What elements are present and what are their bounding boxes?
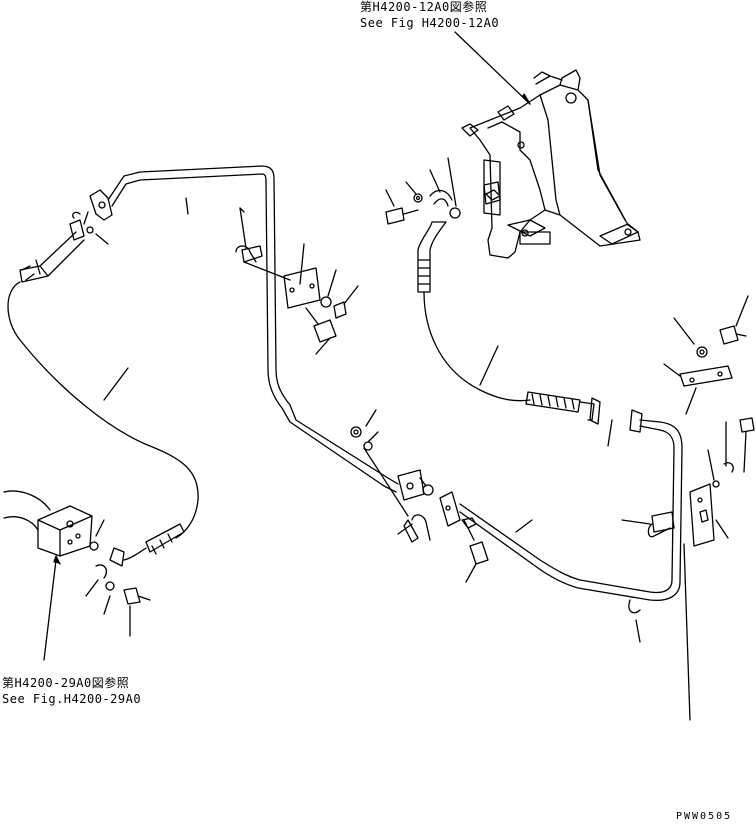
reference-top-jp: 第H4200-12A0図参照 bbox=[360, 0, 488, 14]
main-pipe-right bbox=[439, 409, 683, 643]
hose-left-loop bbox=[7, 211, 199, 567]
drawing-code: PWW0505 bbox=[676, 811, 733, 822]
reference-bottom-jp: 第H4200-29A0図参照 bbox=[2, 676, 130, 690]
clamp-upper-right bbox=[663, 295, 749, 415]
reference-top-en: See Fig H4200-12A0 bbox=[360, 16, 500, 30]
clamp-assembly-centre bbox=[235, 207, 359, 355]
frame-bracket bbox=[461, 69, 641, 259]
main-pipe-left bbox=[89, 165, 425, 501]
reference-bottom-en: See Fig.H4200-29A0 bbox=[2, 692, 142, 706]
centre-lower-fittings bbox=[350, 409, 434, 543]
valve-block bbox=[3, 490, 151, 661]
top-hose-fittings bbox=[385, 157, 613, 447]
top-reference-leader bbox=[454, 31, 531, 105]
clamp-assembly-right bbox=[621, 417, 755, 721]
